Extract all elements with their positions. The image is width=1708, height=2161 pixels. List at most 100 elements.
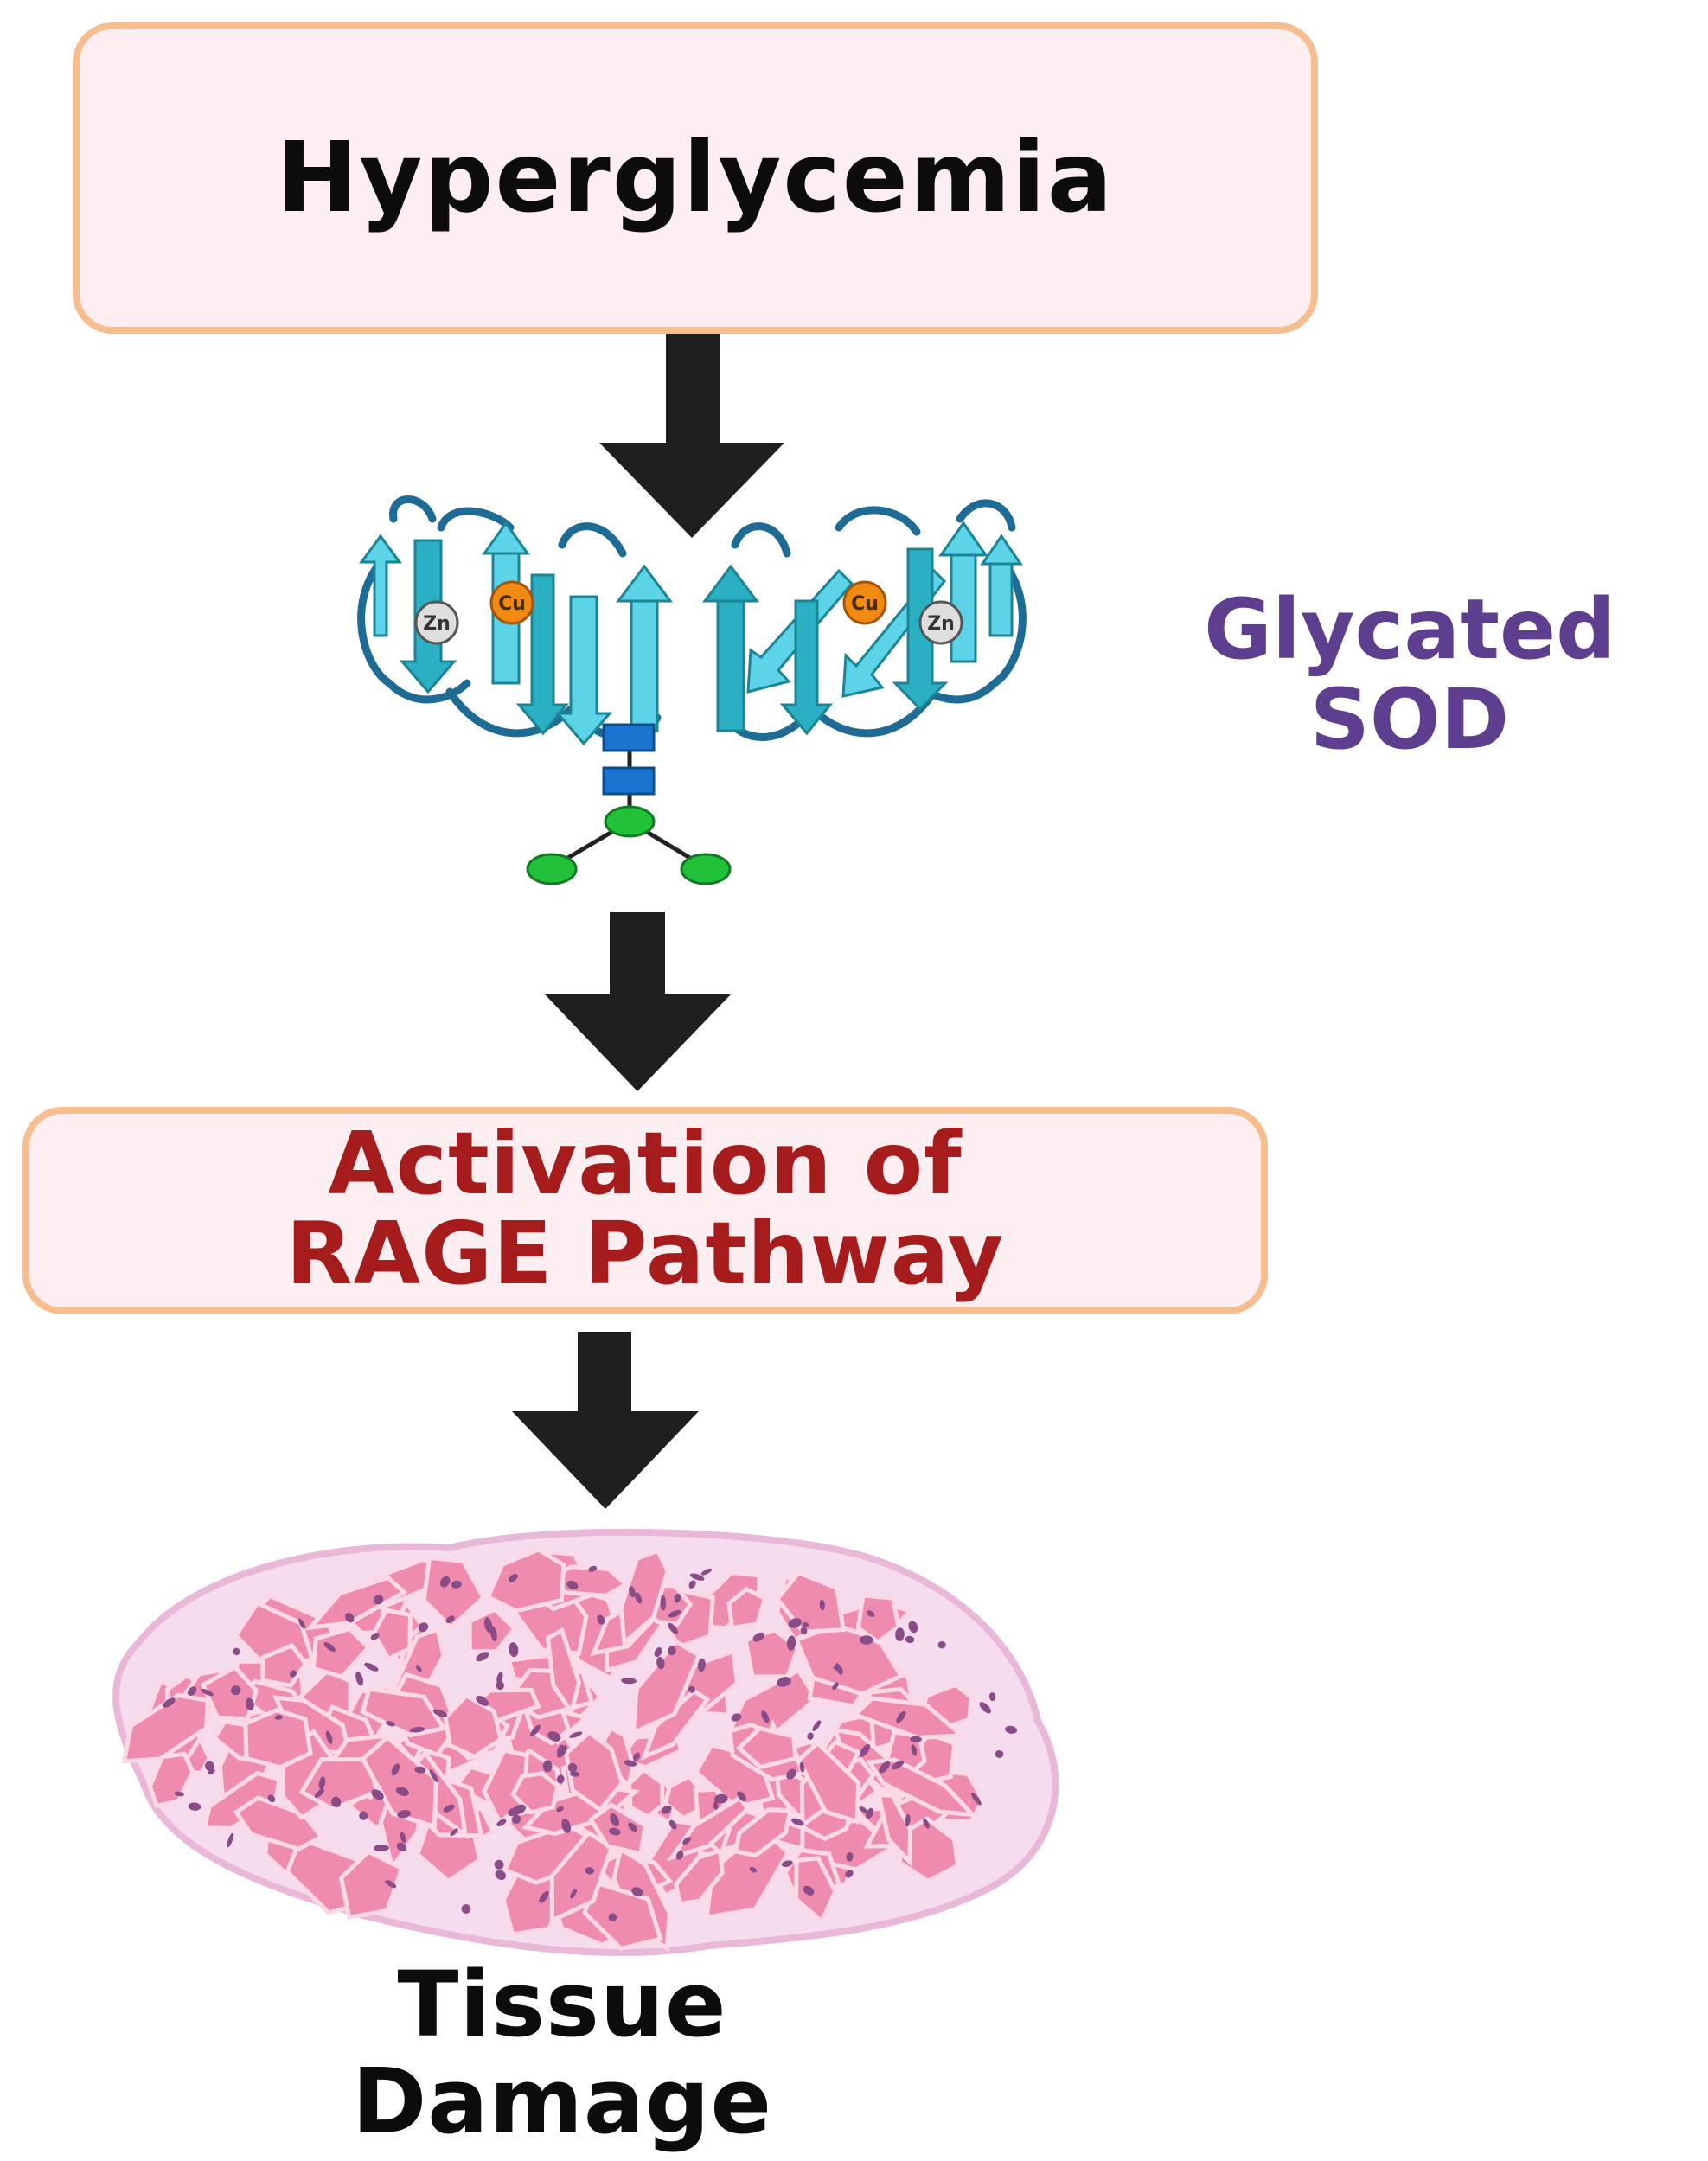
tissue-nucleus xyxy=(508,1573,518,1582)
glycated-sod-label-line-1: Glycated xyxy=(1204,581,1615,678)
tissue-nucleus xyxy=(496,1672,503,1684)
tissue-nucleus xyxy=(561,1819,572,1833)
tissue-fibre xyxy=(735,1725,798,1770)
tissue-nucleus xyxy=(674,1593,681,1603)
tissue-nucleus xyxy=(205,1761,214,1772)
tissue-nucleus xyxy=(396,1842,407,1852)
tissue-fibre xyxy=(371,1608,413,1662)
tissue-nucleus xyxy=(483,1617,493,1633)
tissue-nucleus xyxy=(187,1686,197,1696)
tissue-nucleus xyxy=(325,1730,333,1744)
arrow-3 xyxy=(512,1332,699,1509)
tissue-nucleus xyxy=(633,1752,641,1761)
tissue-nucleus xyxy=(628,1822,637,1832)
tissue-nucleus xyxy=(800,1627,808,1635)
tissue-nucleus xyxy=(318,1776,326,1790)
glycan-chain-icon xyxy=(526,723,732,885)
tissue-nucleus xyxy=(461,1904,471,1914)
tissue-nucleus xyxy=(201,1688,214,1697)
tissue-nucleus xyxy=(418,1622,429,1633)
tissue-nucleus xyxy=(668,1609,681,1618)
tissue-nucleus xyxy=(807,1732,814,1740)
tissue-nucleus xyxy=(233,1647,240,1656)
tissue-nucleus xyxy=(569,1731,583,1738)
tissue-nucleus xyxy=(608,1827,621,1836)
tissue-nucleus xyxy=(569,1771,580,1777)
tissue-fibre xyxy=(627,1767,665,1819)
tissue-nucleus xyxy=(660,1595,667,1611)
tissue-fibre xyxy=(485,1547,566,1614)
tissue-nucleus xyxy=(439,1576,451,1588)
tissue-nucleus xyxy=(432,1709,448,1717)
rage-pathway-label-line-1: Activation of xyxy=(328,1113,963,1214)
tissue-nucleus xyxy=(227,1832,234,1848)
tissue-nucleus xyxy=(635,1592,643,1604)
tissue-nucleus xyxy=(979,1702,991,1714)
tissue-nucleus xyxy=(668,1646,676,1656)
tissue-nucleus xyxy=(819,1599,825,1611)
tissue-nucleus xyxy=(556,1806,564,1813)
copper-label-right: Cu xyxy=(851,593,879,615)
tissue-nucleus xyxy=(879,1761,891,1774)
tissue-nucleus xyxy=(359,1811,368,1820)
tissue-nucleus xyxy=(188,1802,202,1811)
tissue-nucleus xyxy=(331,1796,342,1808)
tissue-nucleus xyxy=(496,1680,505,1691)
tissue-nucleus xyxy=(566,1580,579,1590)
tissue-nucleus xyxy=(314,1788,324,1799)
tissue-nucleus xyxy=(585,1867,595,1875)
rage-pathway-label: Activation of RAGE Pathway xyxy=(22,1107,1268,1314)
tissue-nucleus xyxy=(865,1807,874,1819)
tissue-damage-label: Tissue Damage xyxy=(216,1956,908,2150)
tissue-nucleus xyxy=(610,1813,620,1827)
tissue-nucleus xyxy=(700,1568,713,1576)
tissue-nucleus xyxy=(697,1658,706,1672)
tissue-nucleus xyxy=(781,1860,793,1867)
tissue-nucleus xyxy=(786,1768,796,1780)
tissue-nucleus xyxy=(597,1614,605,1625)
tissue-nucleus xyxy=(496,1819,507,1827)
tissue-nucleus xyxy=(508,1807,519,1817)
arrow-2 xyxy=(545,912,731,1091)
tissue-nucleus xyxy=(298,1618,306,1629)
hyperglycemia-box xyxy=(73,22,1318,334)
tissue-nucleus xyxy=(207,1768,215,1775)
tissue-nucleus xyxy=(323,1642,336,1653)
tissue-fibre xyxy=(850,1696,968,1740)
tissue-nucleus xyxy=(400,1832,406,1843)
tissue-nucleus xyxy=(799,1761,805,1773)
tissue-nucleus xyxy=(737,1791,746,1802)
tissue-damage-label-line-2: Damage xyxy=(351,2049,773,2154)
tissue-nucleus xyxy=(415,1665,422,1672)
tissue-nucleus xyxy=(846,1851,854,1862)
tissue-fibre xyxy=(774,1570,846,1634)
hyperglycemia-label: Hyperglycemia xyxy=(276,122,1115,234)
tissue-fibre xyxy=(549,1830,615,1924)
tissue-fibre xyxy=(310,1626,372,1679)
tissue-nucleus xyxy=(714,1793,728,1804)
tissue-nucleus xyxy=(656,1656,665,1670)
tissue-nucleus xyxy=(937,1640,946,1649)
tissue-nucleus xyxy=(859,1635,873,1645)
tissue-nucleus xyxy=(749,1866,758,1873)
tissue-nucleus xyxy=(791,1818,804,1826)
tissue-nucleus xyxy=(624,1760,637,1767)
tissue-nucleus xyxy=(688,1580,696,1589)
damaged-tissue-icon xyxy=(112,1528,1059,1956)
tissue-nucleus xyxy=(445,1615,455,1624)
zinc-label-right: Zn xyxy=(927,613,955,635)
tissue-nucleus xyxy=(289,1670,297,1678)
tissue-fibre xyxy=(443,1692,503,1760)
rage-pathway-box xyxy=(22,1107,1268,1314)
tissue-nucleus xyxy=(911,1744,918,1756)
tissue-fibre xyxy=(360,1686,448,1738)
tissue-fibre xyxy=(726,1586,768,1631)
tissue-nucleus xyxy=(731,1713,742,1722)
tissue-nucleus xyxy=(386,1721,395,1727)
tissue-fibre xyxy=(200,1664,259,1722)
arrow-1 xyxy=(599,334,784,538)
tissue-nucleus xyxy=(567,1762,578,1773)
tissue-nucleus xyxy=(476,1695,489,1706)
tissue-nucleus xyxy=(443,1804,455,1813)
tissue-nucleus xyxy=(905,1813,911,1827)
